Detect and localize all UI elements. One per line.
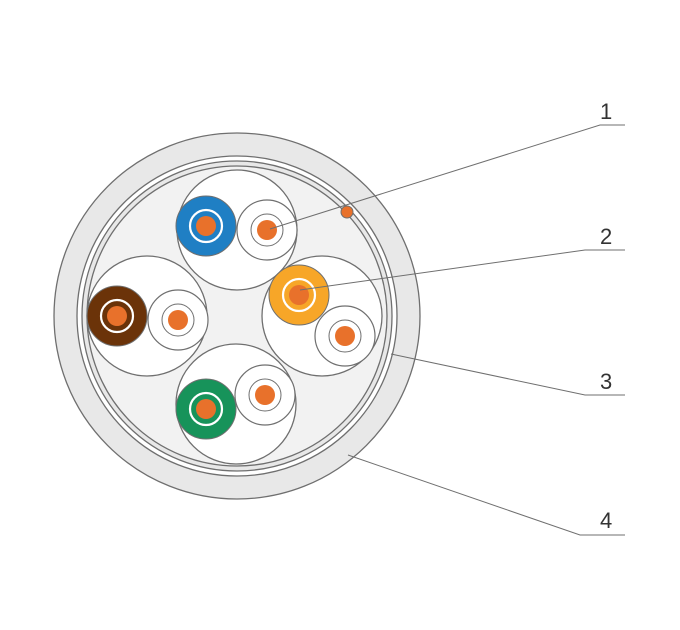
pair-orange [261, 255, 383, 377]
orange-white-copper-core [335, 326, 355, 346]
green-white-conductor-ring [248, 378, 282, 412]
brown-copper-core [107, 306, 127, 326]
pair-green [175, 343, 297, 465]
drain-wire [340, 205, 354, 219]
leader-line-4 [347, 454, 625, 536]
pair-blue [175, 169, 298, 291]
orange-copper-core [289, 285, 309, 305]
brown-white-copper-core [168, 310, 188, 330]
orange-conductor-ring [281, 277, 317, 313]
green-white-copper-core [255, 385, 275, 405]
callout-number-2: 2 [600, 224, 612, 249]
brown-white-conductor-ring [161, 303, 195, 337]
orange-white-conductor-ring [328, 319, 362, 353]
leader-line-2 [299, 249, 625, 291]
blue-white-conductor-ring [250, 213, 284, 247]
blue-white-copper-core [257, 220, 277, 240]
brown-conductor-ring [99, 298, 135, 334]
pair-brown [86, 255, 209, 377]
blue-copper-core [196, 216, 216, 236]
green-conductor-ring [188, 391, 224, 427]
callout-number-4: 4 [600, 508, 612, 533]
leader-line-3 [390, 353, 625, 396]
blue-conductor-ring [188, 208, 224, 244]
green-copper-core [196, 399, 216, 419]
leader-line-1 [269, 124, 625, 230]
callout-number-1: 1 [600, 99, 612, 124]
callout-number-3: 3 [600, 369, 612, 394]
